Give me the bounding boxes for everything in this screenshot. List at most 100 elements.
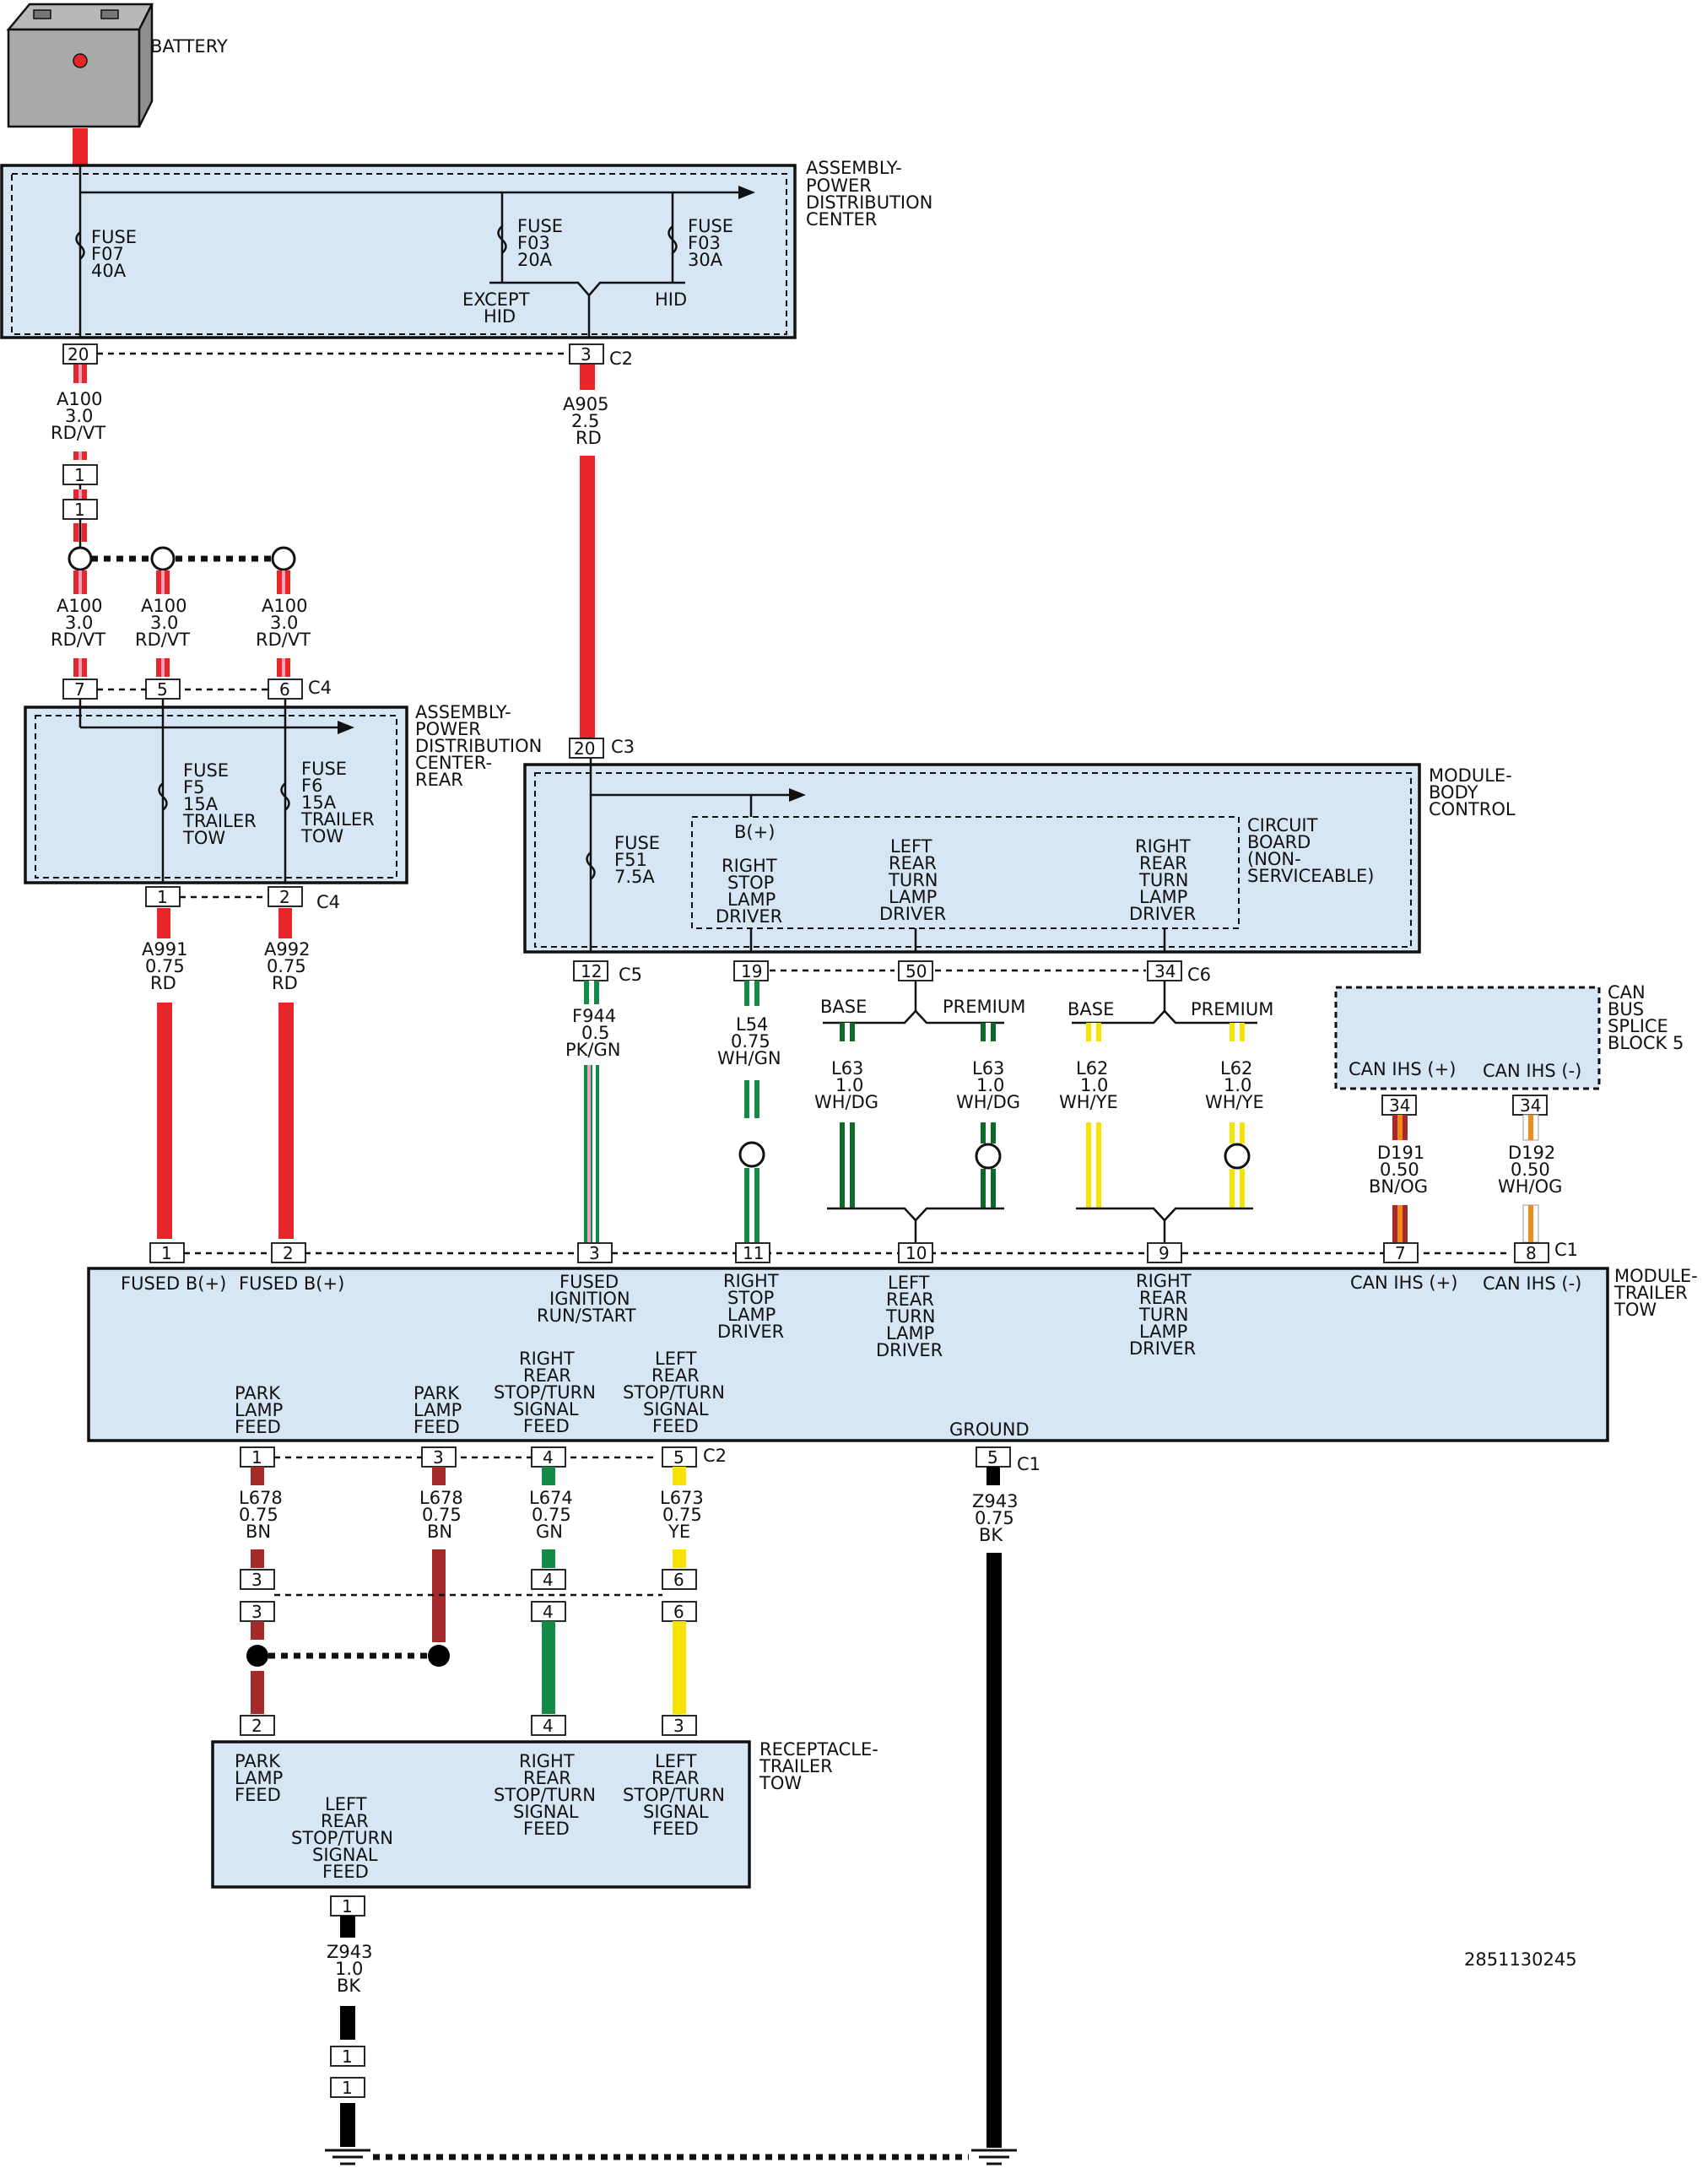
svg-text:L54: L54 bbox=[736, 1014, 768, 1035]
wire-l674 bbox=[542, 1467, 555, 1485]
svg-text:LEFT: LEFT bbox=[655, 1349, 697, 1369]
svg-text:RIGHT: RIGHT bbox=[722, 856, 777, 876]
pin-rec-out-1: 1 bbox=[342, 1896, 353, 1917]
svg-text:LAMP: LAMP bbox=[235, 1768, 283, 1788]
svg-text:RIGHT: RIGHT bbox=[519, 1349, 575, 1369]
can-splice-box bbox=[1334, 986, 1601, 1090]
svg-text:F03: F03 bbox=[517, 233, 550, 253]
svg-text:FUSE: FUSE bbox=[688, 216, 733, 236]
svg-text:STOP: STOP bbox=[727, 873, 774, 893]
svg-text:40A: 40A bbox=[91, 261, 127, 281]
battery-icon bbox=[6, 3, 154, 128]
wire-l63-premium bbox=[981, 1023, 996, 1208]
pin-inline2-4a: 4 bbox=[543, 1570, 554, 1590]
svg-text:TRAILER: TRAILER bbox=[759, 1756, 833, 1776]
wire-z943-label: Z943 0.75 BK bbox=[972, 1491, 1018, 1545]
svg-text:LEFT: LEFT bbox=[325, 1794, 367, 1814]
wire-l63-label-premium: L63 1.0 WH/DG bbox=[956, 1058, 1020, 1112]
svg-text:F5: F5 bbox=[183, 777, 204, 797]
option-premium-1: PREMIUM bbox=[943, 997, 1025, 1017]
svg-text:LEFT: LEFT bbox=[655, 1751, 697, 1771]
fuse-f07-icon bbox=[75, 231, 85, 260]
svg-text:PARK: PARK bbox=[235, 1751, 281, 1771]
svg-text:TRAILER: TRAILER bbox=[182, 811, 257, 831]
svg-text:L678: L678 bbox=[239, 1488, 283, 1508]
svg-text:PARK: PARK bbox=[235, 1383, 281, 1403]
pdc-rear-label: ASSEMBLY- POWER DISTRIBUTION CENTER- REA… bbox=[415, 702, 542, 790]
svg-text:0.75: 0.75 bbox=[145, 956, 185, 976]
connector-c4-top: C4 bbox=[308, 678, 332, 698]
bus-arrow-icon bbox=[738, 186, 755, 199]
svg-text:RD/VT: RD/VT bbox=[51, 423, 105, 443]
svg-text:LAMP: LAMP bbox=[727, 889, 776, 910]
pdc-box bbox=[0, 164, 797, 339]
svg-text:REAR: REAR bbox=[523, 1768, 571, 1788]
svg-text:RD/VT: RD/VT bbox=[135, 630, 190, 650]
wire-a100-label-3: A100 3.0 RD/VT bbox=[256, 596, 311, 650]
svg-text:STOP/TURN: STOP/TURN bbox=[494, 1382, 596, 1403]
svg-text:RD: RD bbox=[576, 428, 602, 448]
svg-text:RIGHT: RIGHT bbox=[723, 1271, 779, 1291]
tt-park-1: PARK LAMP FEED bbox=[235, 1383, 283, 1437]
svg-text:3.0: 3.0 bbox=[65, 406, 93, 426]
svg-text:LAMP: LAMP bbox=[1139, 1322, 1187, 1342]
svg-text:SIGNAL: SIGNAL bbox=[312, 1845, 378, 1865]
fuse-f03-hid-label: FUSE F03 30A bbox=[688, 216, 733, 270]
l62-merge bbox=[1076, 1207, 1253, 1222]
splice-node-filled bbox=[428, 1645, 450, 1667]
svg-text:DRIVER: DRIVER bbox=[716, 906, 782, 927]
tt-left-turn: LEFT REAR TURN LAMP DRIVER bbox=[876, 1273, 943, 1360]
bcm-bplus-label: B(+) bbox=[734, 822, 775, 842]
svg-text:3.0: 3.0 bbox=[150, 613, 178, 633]
wire-l673-label: L673 0.75 YE bbox=[660, 1488, 704, 1542]
pdc-inner bbox=[11, 173, 787, 335]
svg-text:EXCEPT: EXCEPT bbox=[462, 289, 530, 310]
svg-text:REAR: REAR bbox=[651, 1365, 700, 1386]
pin-inline2-3a: 3 bbox=[251, 1570, 262, 1590]
svg-text:BN/OG: BN/OG bbox=[1369, 1176, 1428, 1197]
svg-text:BN: BN bbox=[246, 1522, 271, 1542]
can-splice-label: CAN BUS SPLICE BLOCK 5 bbox=[1608, 982, 1684, 1053]
pdc-rear-box bbox=[24, 706, 408, 884]
svg-text:LAMP: LAMP bbox=[413, 1400, 462, 1420]
svg-text:REAR: REAR bbox=[886, 1289, 934, 1310]
svg-text:1.0: 1.0 bbox=[976, 1075, 1004, 1095]
pin-tt-7: 7 bbox=[1395, 1243, 1406, 1263]
svg-text:STOP: STOP bbox=[727, 1288, 774, 1308]
svg-text:LAMP: LAMP bbox=[235, 1400, 283, 1420]
svg-text:0.75: 0.75 bbox=[662, 1505, 702, 1525]
svg-text:D191: D191 bbox=[1377, 1143, 1424, 1163]
pin-rear-6: 6 bbox=[279, 679, 290, 700]
wire-a992 bbox=[278, 908, 292, 938]
svg-text:WH/DG: WH/DG bbox=[956, 1092, 1020, 1112]
battery-label: BATTERY bbox=[150, 36, 228, 57]
pin-rear-out-2: 2 bbox=[279, 887, 290, 907]
pin-pdc-20: 20 bbox=[68, 344, 89, 365]
svg-text:F944: F944 bbox=[572, 1006, 616, 1026]
svg-text:TURN: TURN bbox=[1138, 870, 1189, 890]
pin-gnd-inline-1b: 1 bbox=[342, 2078, 353, 2098]
svg-text:0.75: 0.75 bbox=[239, 1505, 278, 1525]
pin-tt-10: 10 bbox=[905, 1243, 927, 1263]
svg-text:DRIVER: DRIVER bbox=[717, 1322, 784, 1342]
svg-text:WH/OG: WH/OG bbox=[1498, 1176, 1562, 1197]
svg-text:A992: A992 bbox=[264, 939, 310, 960]
wire-d191 bbox=[1392, 1115, 1408, 1242]
wire-a100-label-1: A100 3.0 RD/VT bbox=[51, 596, 105, 650]
svg-text:RUN/START: RUN/START bbox=[537, 1306, 636, 1326]
can-splice-minus: CAN IHS (-) bbox=[1483, 1061, 1581, 1081]
svg-text:BK: BK bbox=[337, 1976, 361, 1996]
svg-text:TURN: TURN bbox=[888, 870, 938, 890]
pin-can-34b: 34 bbox=[1520, 1095, 1541, 1116]
svg-text:CENTER: CENTER bbox=[806, 209, 877, 230]
svg-text:SPLICE: SPLICE bbox=[1608, 1016, 1668, 1036]
svg-text:RIGHT: RIGHT bbox=[1135, 836, 1191, 857]
svg-text:STOP/TURN: STOP/TURN bbox=[291, 1828, 393, 1848]
battery-wire bbox=[73, 128, 88, 165]
pin-tt-1: 1 bbox=[161, 1243, 172, 1263]
wire-l678-1 bbox=[251, 1467, 264, 1485]
svg-text:SIGNAL: SIGNAL bbox=[513, 1399, 579, 1419]
svg-text:A991: A991 bbox=[142, 939, 187, 960]
tt-right-turn: RIGHT REAR TURN LAMP DRIVER bbox=[1129, 1271, 1196, 1359]
